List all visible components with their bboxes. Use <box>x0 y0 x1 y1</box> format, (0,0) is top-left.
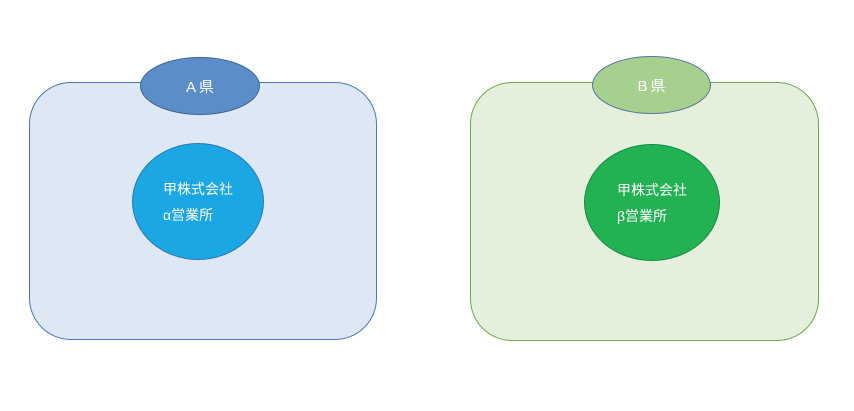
office-node-alpha-text: 甲株式会社 α営業所 <box>163 176 233 228</box>
prefecture-badge-a-label: A県 <box>185 78 217 96</box>
office-node-beta-text: 甲株式会社 β営業所 <box>617 177 687 229</box>
office-node-alpha-line1: 甲株式会社 <box>163 180 233 197</box>
prefecture-badge-b-label: B県 <box>637 77 669 95</box>
office-node-alpha-line2: α営業所 <box>163 206 214 223</box>
prefecture-badge-a: A県 <box>140 57 260 115</box>
office-node-beta-line1: 甲株式会社 <box>617 181 687 198</box>
office-node-beta: 甲株式会社 β営業所 <box>584 144 720 261</box>
prefecture-badge-b: B県 <box>592 56 711 114</box>
office-node-beta-line2: β営業所 <box>617 207 668 224</box>
office-node-alpha: 甲株式会社 α営業所 <box>132 143 264 260</box>
